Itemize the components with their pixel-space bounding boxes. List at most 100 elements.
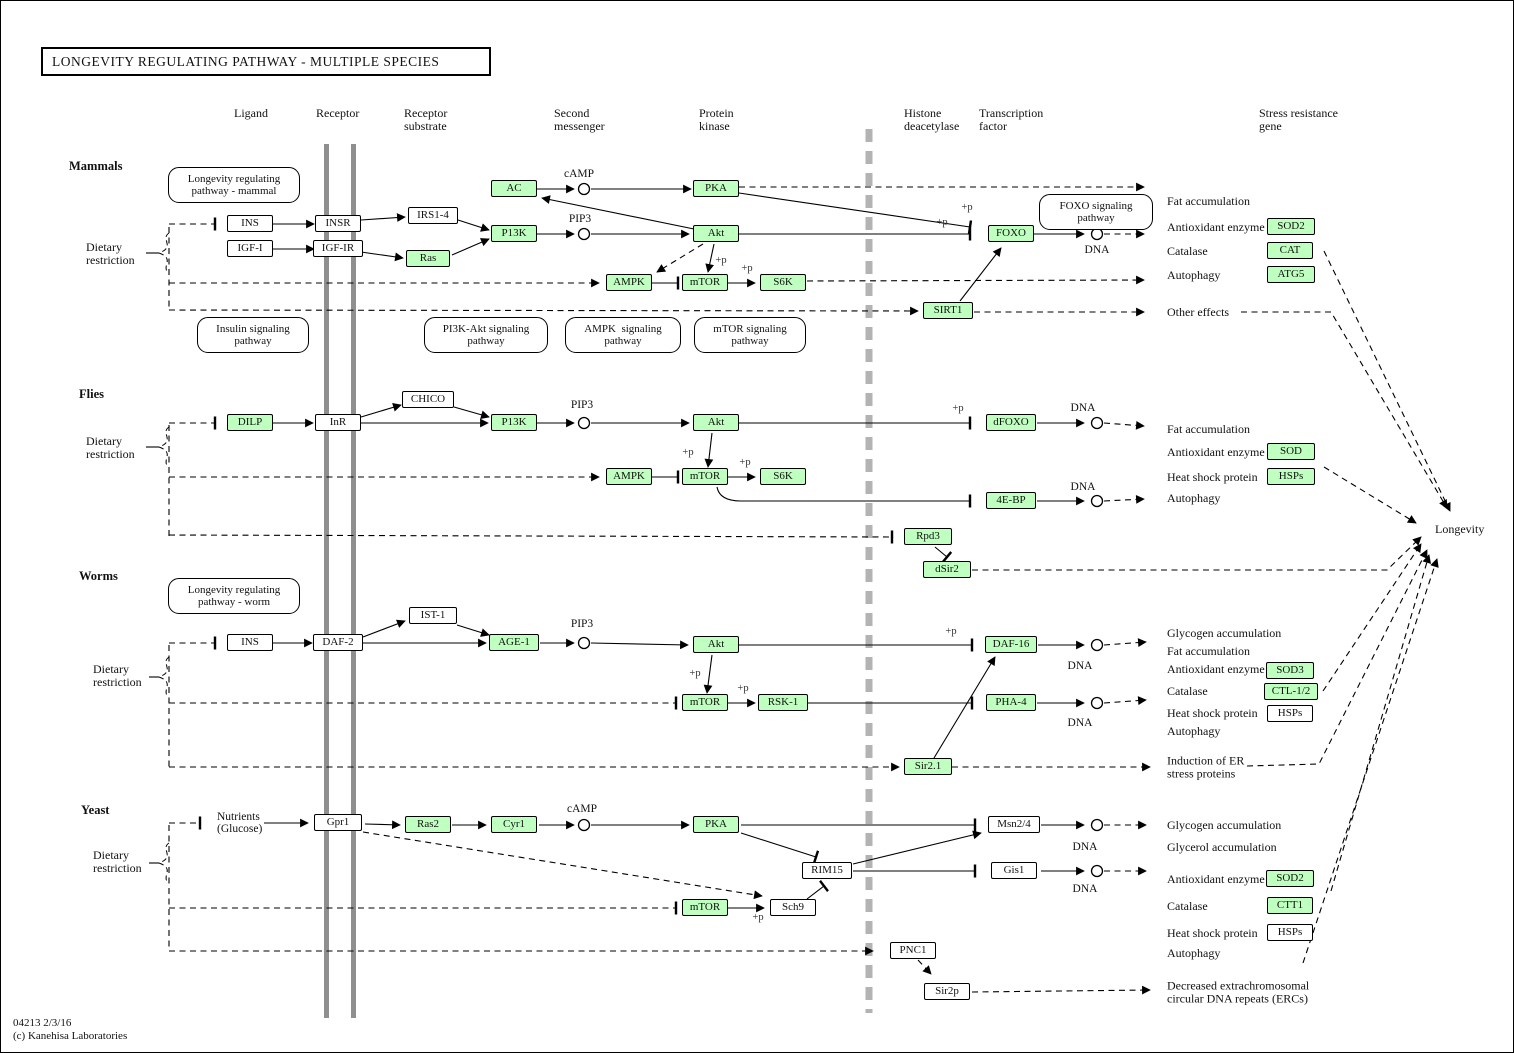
column-header-1: Receptor [316, 106, 360, 120]
annotation-pp_m2: +p [741, 263, 753, 274]
pathway-box-p_pi3kakt[interactable]: PI3K-Akt signaling pathway [424, 317, 548, 353]
node-m_sod2[interactable]: SOD2 [1267, 218, 1315, 235]
annotation-w_cat_l: Catalase [1167, 683, 1208, 698]
node-m_ac[interactable]: AC [491, 180, 537, 197]
pathway-box-p_mtor[interactable]: mTOR signaling pathway [694, 317, 806, 353]
node-y_msn24[interactable]: Msn2/4 [988, 816, 1040, 833]
node-y_rim15[interactable]: RIM15 [802, 862, 852, 879]
node-y_pka[interactable]: PKA [693, 816, 739, 833]
node-f_inr[interactable]: InR [315, 414, 361, 431]
node-f_sod[interactable]: SOD [1267, 443, 1315, 460]
node-f_s6k[interactable]: S6K [760, 468, 806, 485]
node-f_mtor[interactable]: mTOR [682, 468, 728, 485]
annotation-pp_w1: +p [689, 668, 701, 679]
node-m_pka[interactable]: PKA [693, 180, 739, 197]
annotation-pp_y1: +p [752, 912, 764, 923]
annotation-m_auto: Autophagy [1167, 267, 1221, 282]
node-y_sch9[interactable]: Sch9 [770, 899, 816, 916]
annotation-y_hsp: Heat shock protein [1167, 925, 1258, 940]
node-m_igf1[interactable]: IGF-I [227, 240, 273, 257]
node-w_hsps[interactable]: HSPs [1267, 705, 1313, 722]
node-m_atg5[interactable]: ATG5 [1267, 266, 1315, 283]
node-y_gis1[interactable]: Gis1 [991, 862, 1037, 879]
node-y_pnc1[interactable]: PNC1 [890, 942, 936, 959]
node-f_chico[interactable]: CHICO [402, 391, 454, 408]
pathway-box-p_mammal[interactable]: Longevity regulating pathway - mammal [168, 167, 300, 203]
node-f_hsps[interactable]: HSPs [1267, 468, 1315, 485]
node-w_mtor[interactable]: mTOR [682, 694, 728, 711]
node-w_akt[interactable]: Akt [693, 636, 739, 653]
annotation-dna_y2: DNA [1072, 883, 1098, 895]
node-m_cat[interactable]: CAT [1267, 242, 1313, 259]
annotation-pp_f3: +p [952, 403, 964, 414]
node-m_insr[interactable]: INSR [315, 215, 361, 232]
node-w_age1[interactable]: AGE-1 [489, 634, 539, 651]
annotation-y_glycogen: Glycogen accumulation [1167, 817, 1282, 832]
node-w_daf2[interactable]: DAF-2 [313, 634, 363, 651]
node-f_rpd3[interactable]: Rpd3 [904, 528, 952, 545]
node-f_dsir2[interactable]: dSir2 [923, 561, 971, 578]
node-y_ras2[interactable]: Ras2 [405, 816, 451, 833]
node-y_ctt1[interactable]: CTT1 [1267, 897, 1313, 914]
node-w_ctl12[interactable]: CTL-1/2 [1264, 683, 1318, 700]
annotation-pip3_f: PIP3 [570, 399, 594, 411]
node-m_akt[interactable]: Akt [693, 225, 739, 242]
pathway-box-p_insulin[interactable]: Insulin signaling pathway [197, 317, 309, 353]
node-m_s6k[interactable]: S6K [760, 274, 806, 291]
node-m_mtor[interactable]: mTOR [682, 274, 728, 291]
annotation-dna_f2: DNA [1070, 481, 1096, 493]
node-y_sir2p[interactable]: Sir2p [924, 983, 970, 1000]
messenger-and-dna-circles [577, 182, 1104, 878]
annotation-pp_f2: +p [739, 457, 751, 468]
node-w_rsk1[interactable]: RSK-1 [758, 694, 808, 711]
node-w_sod3[interactable]: SOD3 [1266, 662, 1314, 679]
node-m_foxo[interactable]: FOXO [988, 225, 1034, 242]
annotation-w_hsp: Heat shock protein [1167, 705, 1258, 720]
node-f_dfoxo[interactable]: dFOXO [986, 414, 1036, 431]
node-w_sir21[interactable]: Sir2.1 [904, 758, 952, 775]
annotation-w_glycogen: Glycogen accumulation [1167, 625, 1282, 640]
node-m_ampk[interactable]: AMPK [606, 274, 652, 291]
node-y_cyr1[interactable]: Cyr1 [491, 816, 537, 833]
node-y_sod2[interactable]: SOD2 [1266, 870, 1314, 887]
annotation-f_hsp: Heat shock protein [1167, 469, 1258, 484]
annotation-pp_m1: +p [715, 255, 727, 266]
node-m_ins[interactable]: INS [227, 215, 273, 232]
node-w_pha4[interactable]: PHA-4 [986, 694, 1036, 711]
node-m_pi3k[interactable]: P13K [491, 225, 537, 242]
annotation-m_cat_l: Catalase [1167, 243, 1208, 258]
node-w_ist1[interactable]: IST-1 [409, 607, 457, 624]
node-f_dilp[interactable]: DILP [227, 414, 273, 431]
annotation-dna_w1: DNA [1067, 660, 1093, 672]
annotation-dna_w2: DNA [1067, 717, 1093, 729]
node-w_daf16[interactable]: DAF-16 [985, 636, 1037, 653]
pathway-box-p_foxo[interactable]: FOXO signaling pathway [1039, 194, 1153, 230]
column-header-3: Second messenger [554, 106, 605, 133]
section-label-flies: Flies [79, 387, 104, 401]
annotation-nutrients: Nutrients (Glucose) [217, 811, 263, 835]
column-header-0: Ligand [234, 106, 268, 120]
node-y_mtor[interactable]: mTOR [682, 899, 728, 916]
annotation-f_antiox: Antioxidant enzyme [1167, 444, 1265, 459]
node-y_hsps[interactable]: HSPs [1267, 924, 1313, 941]
node-y_gpr1[interactable]: Gpr1 [314, 814, 362, 831]
node-f_ampk[interactable]: AMPK [606, 468, 652, 485]
node-m_sirt1[interactable]: SIRT1 [923, 302, 973, 319]
node-m_igfir[interactable]: IGF-IR [313, 240, 363, 257]
dietary-restriction-label-2: Dietary restriction [93, 662, 142, 689]
annotation-pip3_w: PIP3 [570, 618, 594, 630]
pathway-box-p_ampk[interactable]: AMPK signaling pathway [565, 317, 681, 353]
node-f_pi3k[interactable]: P13K [491, 414, 537, 431]
node-w_ins[interactable]: INS [227, 634, 273, 651]
footer: 04213 2/3/16 (c) Kanehisa Laboratories [13, 1017, 127, 1043]
annotation-dna_f1: DNA [1070, 402, 1096, 414]
annotation-w_er: Induction of ER stress proteins [1167, 753, 1245, 780]
node-f_akt[interactable]: Akt [693, 414, 739, 431]
node-m_ras[interactable]: Ras [406, 250, 450, 267]
pathway-box-p_worm[interactable]: Longevity regulating pathway - worm [168, 578, 300, 614]
node-m_irs[interactable]: IRS1-4 [408, 207, 458, 224]
annotation-pp_m4: +p [936, 217, 948, 228]
node-f_4ebp[interactable]: 4E-BP [986, 492, 1036, 509]
